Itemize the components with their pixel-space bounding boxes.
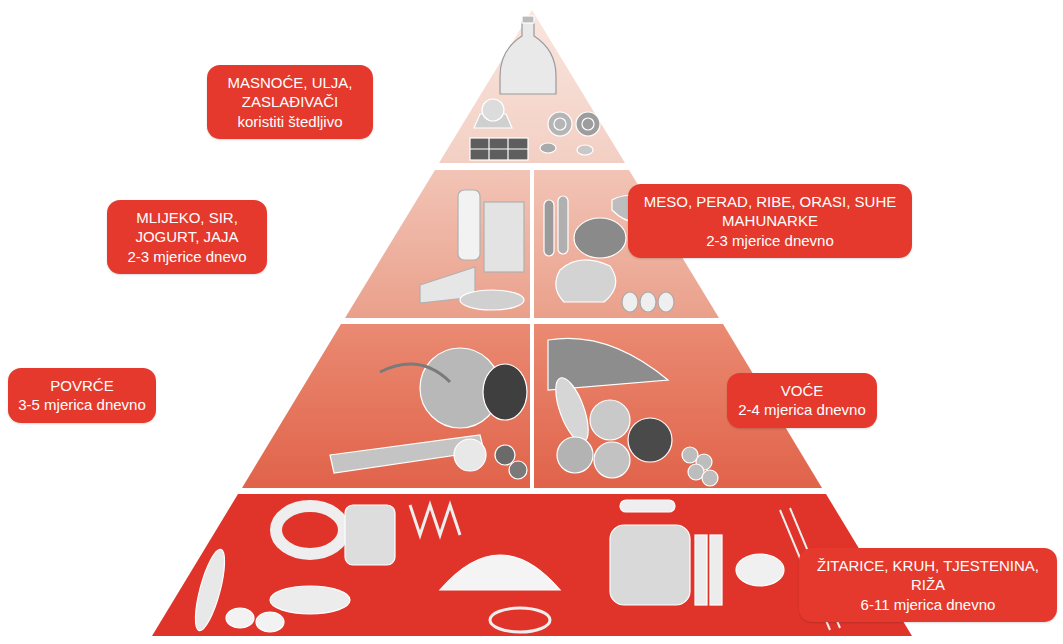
food-drawings <box>189 16 840 633</box>
food-group-name: MESO, PERAD, RIBE, ORASI, SUHE MAHUNARKE <box>638 192 902 231</box>
serving-note: 2-4 mjerica dnevno <box>737 400 867 420</box>
tier-dairy <box>345 170 530 318</box>
food-group-name: MLIJEKO, SIR, JOGURT, JAJA <box>117 208 257 247</box>
tier-top <box>439 10 625 163</box>
food-group-name: VOĆE <box>737 381 867 401</box>
serving-note: 2-3 mjerice dnevno <box>638 231 902 251</box>
food-group-box: MLIJEKO, SIR, JOGURT, JAJA2-3 mjerice dn… <box>107 200 267 275</box>
tier-grains <box>152 494 912 636</box>
food-group-box: MESO, PERAD, RIBE, ORASI, SUHE MAHUNARKE… <box>628 184 912 259</box>
pyramid-tiers <box>152 10 912 636</box>
serving-note: koristiti štedljivo <box>217 112 363 132</box>
food-group-name: MASNOĆE, ULJA, ZASLAĐIVAČI <box>217 73 363 112</box>
food-group-box: POVRĆE3-5 mjerica dnevno <box>8 368 156 423</box>
serving-note: 2-3 mjerice dnevo <box>117 247 257 267</box>
food-group-name: POVRĆE <box>18 376 146 396</box>
tier-vegetables <box>242 324 530 488</box>
food-group-box: VOĆE2-4 mjerica dnevno <box>727 373 877 428</box>
food-group-box: MASNOĆE, ULJA, ZASLAĐIVAČIkoristiti šted… <box>207 65 373 140</box>
serving-note: 6-11 mjerica dnevno <box>809 595 1047 615</box>
food-group-box: ŽITARICE, KRUH, TJESTENINA, RIŽA6-11 mje… <box>799 548 1057 623</box>
food-group-name: ŽITARICE, KRUH, TJESTENINA, RIŽA <box>809 556 1047 595</box>
serving-note: 3-5 mjerica dnevno <box>18 395 146 415</box>
